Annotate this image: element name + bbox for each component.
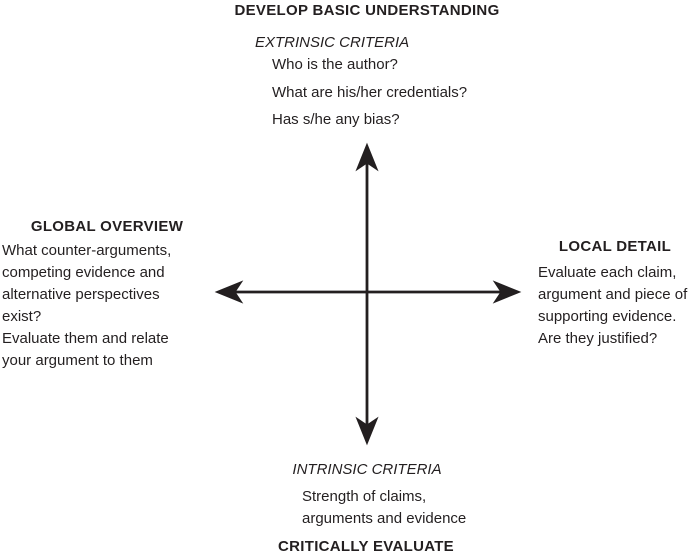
top-question-line: Has s/he any bias? (272, 111, 400, 128)
right-body-line: argument and piece of (538, 286, 688, 303)
left-body-text: What counter-arguments, competing eviden… (2, 240, 171, 372)
vertical-double-arrow-icon (355, 142, 379, 446)
left-body-line: exist? (2, 308, 42, 325)
right-body-line: Are they justified? (538, 330, 658, 347)
left-body-line: Evaluate them and relate (2, 330, 169, 347)
left-body-line: alternative perspectives (2, 286, 160, 303)
bottom-body-line: arguments and evidence (302, 510, 467, 527)
left-body-line: your argument to them (2, 352, 153, 369)
bottom-body-line: Strength of claims, (302, 488, 427, 505)
top-subheading-extrinsic-criteria: EXTRINSIC CRITERIA (255, 34, 410, 51)
top-question-list: Who is the author? What are his/her cred… (272, 51, 467, 134)
left-body-line: What counter-arguments, (2, 242, 172, 259)
bottom-body-text: Strength of claims, arguments and eviden… (302, 486, 466, 530)
horizontal-double-arrow-icon (214, 280, 522, 304)
bottom-heading-critically-evaluate: CRITICALLY EVALUATE (278, 538, 454, 555)
top-question-line: Who is the author? (272, 56, 398, 73)
right-heading-local-detail: LOCAL DETAIL (558, 238, 672, 255)
right-body-line: supporting evidence. (538, 308, 677, 325)
top-heading: DEVELOP BASIC UNDERSTANDING (234, 2, 500, 19)
left-body-line: competing evidence and (2, 264, 165, 281)
bottom-subheading-intrinsic-criteria: INTRINSIC CRITERIA (292, 461, 442, 478)
top-question-line: What are his/her credentials? (272, 83, 468, 101)
right-body-text: Evaluate each claim, argument and piece … (538, 262, 687, 350)
right-body-line: Evaluate each claim, (538, 264, 677, 281)
left-heading-global-overview: GLOBAL OVERVIEW (30, 218, 184, 235)
